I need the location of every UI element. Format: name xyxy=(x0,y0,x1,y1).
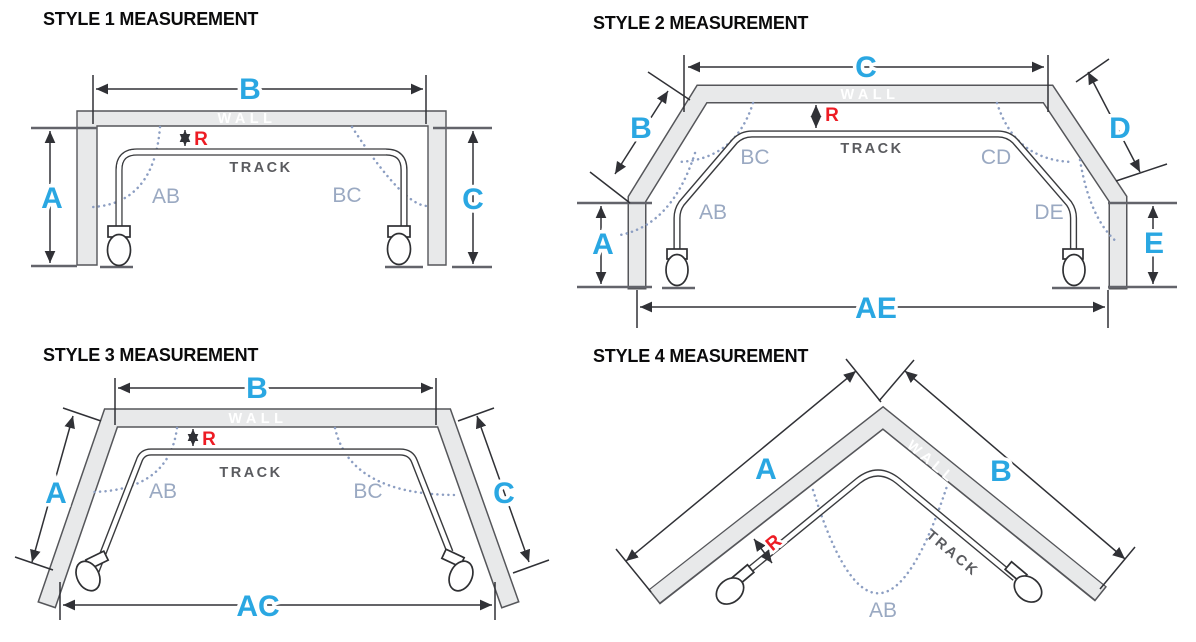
dim-line-b xyxy=(614,90,669,175)
wall-shape xyxy=(650,407,1106,603)
ext-line-b-top xyxy=(878,359,915,402)
radius-label: R xyxy=(825,105,839,126)
wall-shape xyxy=(76,110,447,266)
dim-label-b: B xyxy=(246,372,268,405)
angle-arc-ab xyxy=(618,151,697,237)
radius-label: R xyxy=(762,531,786,556)
ext-line-a-top xyxy=(62,407,102,422)
angle-label-bc: BC xyxy=(332,184,361,207)
angle-label-ab: AB xyxy=(149,480,177,503)
radius-label: R xyxy=(202,429,216,450)
track-line-core xyxy=(92,449,453,575)
dim-line-b xyxy=(904,370,1126,560)
track-line-core xyxy=(674,131,1076,250)
track-line-core xyxy=(735,470,1017,582)
roller-right xyxy=(448,560,474,592)
wall-label: WALL xyxy=(217,111,276,127)
roller-right xyxy=(1013,575,1043,603)
dim-label-c: C xyxy=(855,51,877,84)
dim-label-a: A xyxy=(592,228,614,261)
radius-arrow xyxy=(753,538,773,564)
wall-shape xyxy=(629,86,1126,288)
roller-right xyxy=(1062,253,1086,287)
style4-title: STYLE 4 MEASUREMENT xyxy=(593,346,809,366)
dim-label-c: C xyxy=(462,183,484,216)
style3-title: STYLE 3 MEASUREMENT xyxy=(43,345,259,365)
style2-panel: STYLE 2 MEASUREMENT C B xyxy=(560,0,1196,330)
dim-label-b: B xyxy=(990,455,1012,488)
angle-label-ab: AB xyxy=(699,201,727,224)
ext-line-c-bottom xyxy=(512,559,550,574)
ext-line-b-top xyxy=(647,71,691,101)
angle-arc-ab xyxy=(91,125,162,209)
dim-label-e: E xyxy=(1144,227,1164,260)
dim-label-a: A xyxy=(755,453,777,486)
angle-arc-bc xyxy=(350,125,430,208)
angle-arc-bc xyxy=(676,101,755,164)
dim-label-b: B xyxy=(239,73,261,106)
roller-left xyxy=(665,253,689,287)
radius-label: R xyxy=(194,129,208,150)
ext-line-a-bottom xyxy=(615,548,652,593)
style1-panel: STYLE 1 MEASUREMENT B A xyxy=(0,0,560,330)
angle-label-cd: CD xyxy=(981,146,1011,169)
dim-label-a: A xyxy=(41,182,63,215)
wall-label: WALL xyxy=(840,87,899,103)
ext-line-b-bottom xyxy=(589,171,631,204)
wall-outline xyxy=(627,84,1128,290)
style2-title: STYLE 2 MEASUREMENT xyxy=(593,13,809,33)
style3-diagram: B A C AC R WALL TRACK AB BC xyxy=(14,369,550,627)
dim-label-c: C xyxy=(493,477,515,510)
angle-label-bc: BC xyxy=(353,480,382,503)
angle-label-de: DE xyxy=(1034,201,1063,224)
ext-line-a-top xyxy=(845,358,882,403)
style2-diagram: C B D A E AE R WALL TRACK AB BC CD DE xyxy=(577,48,1177,329)
dim-line-a xyxy=(625,370,857,562)
dim-line-a xyxy=(30,415,75,563)
dim-label-a: A xyxy=(45,477,67,510)
wall-outline xyxy=(648,405,1107,605)
angle-arc-ab xyxy=(91,426,179,494)
style1-title: STYLE 1 MEASUREMENT xyxy=(43,9,259,29)
roller-left xyxy=(75,560,101,592)
dim-label-b: B xyxy=(630,112,652,145)
style1-diagram: B A C R WALL TRACK AB BC xyxy=(31,70,492,269)
angle-arc-de xyxy=(1078,158,1120,245)
ext-line-b-bottom xyxy=(1099,546,1136,590)
angle-label-bc: BC xyxy=(740,146,769,169)
track-label: TRACK xyxy=(840,141,903,157)
dim-label-d: D xyxy=(1109,112,1131,145)
style3-panel: STYLE 3 MEASUREMENT B A C AC xyxy=(0,330,580,642)
angle-arc-bc xyxy=(333,426,459,497)
dim-label-ae: AE xyxy=(855,292,897,325)
angle-label-ab: AB xyxy=(152,185,180,208)
track-label: TRACK xyxy=(923,527,982,580)
dim-line-d xyxy=(1087,71,1141,173)
ext-line-c-top xyxy=(457,407,495,422)
dim-label-ac: AC xyxy=(236,590,279,623)
style4-diagram: A B R WALL TRACK AB xyxy=(615,358,1136,622)
style4-panel: STYLE 4 MEASUREMENT A B R WALL TRACK AB xyxy=(580,330,1196,642)
ext-line-a-bottom xyxy=(14,556,54,571)
track-label: TRACK xyxy=(219,465,282,481)
roller-left xyxy=(715,577,745,605)
roller-left xyxy=(106,233,132,267)
wall-label: WALL xyxy=(228,411,287,427)
track-label: TRACK xyxy=(229,160,292,176)
angle-arc-cd xyxy=(995,101,1074,164)
ext-line-d-bottom xyxy=(1115,163,1168,182)
track-line-core xyxy=(116,149,407,230)
ext-line-d-top xyxy=(1075,58,1110,83)
roller-right xyxy=(386,232,412,266)
dim-line-c xyxy=(475,415,531,563)
angle-label-ab: AB xyxy=(869,599,897,622)
